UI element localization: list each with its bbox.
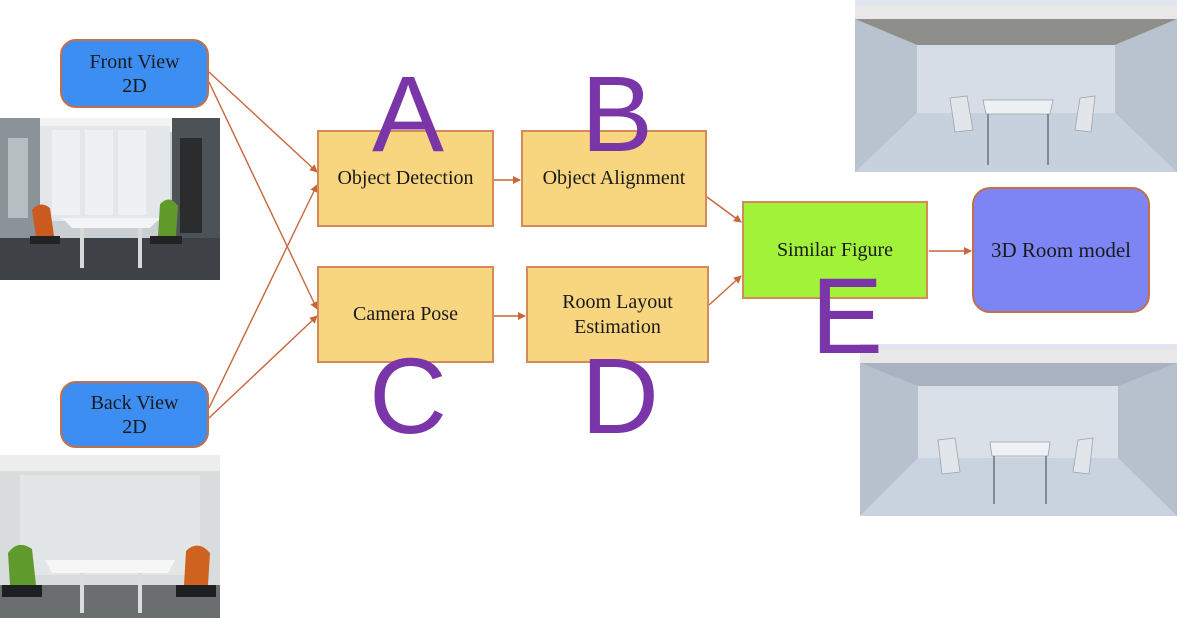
arrow-alignment-to-similar [706,196,742,223]
arrow-front-to-camera [208,81,318,310]
arrow-back-to-detection [208,184,318,409]
arrow-layout-to-similar [708,275,742,306]
object-alignment-label: Object Alignment [542,167,686,189]
arrow-back-to-camera [208,315,318,419]
object-alignment-node: Object Alignment [521,130,707,227]
similar-figure-node: Similar Figure [742,201,928,299]
camera-pose-label: Camera Pose [353,303,458,325]
object-detection-node: Object Detection [317,130,494,227]
arrow-front-to-detection [208,71,318,173]
rendered-room-top [855,0,1177,172]
front-view-node: Front View 2D [60,39,209,108]
back-view-node: Back View 2D [60,381,209,448]
letter-e: E [810,255,884,376]
room-layout-label: Room Layout Estimation [562,290,673,338]
letter-c: C [369,335,447,456]
letter-b: B [580,53,654,174]
letter-d: D [581,335,659,456]
room-layout-node: Room Layout Estimation [526,266,709,363]
back-view-label: Back View 2D [90,391,179,438]
back-view-photo [0,455,220,618]
room-model-node: 3D Room model [972,187,1150,313]
similar-figure-label: Similar Figure [776,238,894,261]
rendered-room-bottom [860,344,1177,516]
front-view-label: Front View 2D [89,50,180,97]
camera-pose-node: Camera Pose [317,266,494,363]
room-model-label: 3D Room model [991,237,1131,262]
letter-a: A [371,53,445,174]
front-view-photo [0,118,220,280]
object-detection-label: Object Detection [337,167,474,189]
